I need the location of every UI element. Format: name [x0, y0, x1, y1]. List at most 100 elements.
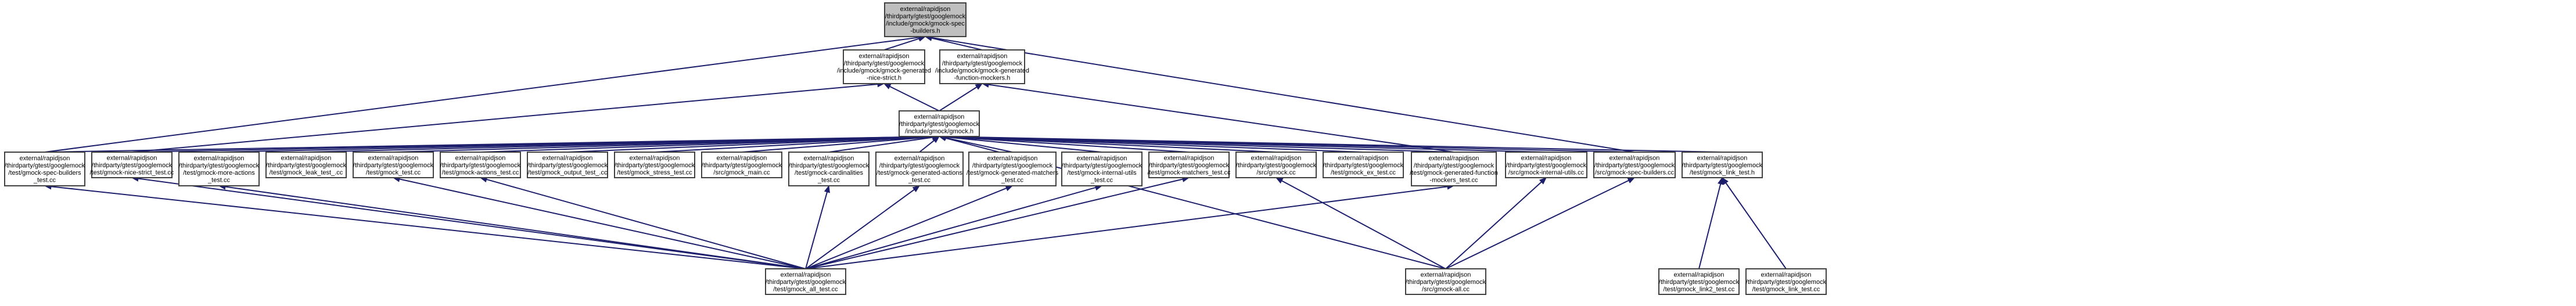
- edge-arrowhead: [824, 185, 830, 193]
- dependency-edge: [919, 136, 940, 153]
- file-node[interactable]: external/rapidjson/thirdparty/gtest/goog…: [1147, 152, 1231, 178]
- dependency-edge: [805, 185, 1103, 269]
- node-label-line: /thirdparty/gtest/googlemock: [1323, 162, 1404, 169]
- node-label-line: /src/gmock-all.cc: [1422, 286, 1470, 293]
- edge-line: [654, 136, 933, 153]
- file-node[interactable]: external/rapidjson/thirdparty/gtest/goog…: [1682, 152, 1763, 178]
- node-label-line: /src/gmock-internal-utils.cc: [1508, 169, 1585, 176]
- node-label-line: /thirdparty/gtest/googlemock: [1406, 279, 1486, 286]
- node-label-line: /thirdparty/gtest/googlemock: [1414, 163, 1494, 170]
- node-box: [1505, 152, 1587, 178]
- edge-line: [828, 136, 933, 153]
- node-box: [1745, 268, 1827, 295]
- node-label-line: /thirdparty/gtest/googlemock: [879, 163, 960, 170]
- edge-line: [883, 38, 919, 51]
- node-label-line: /src/gmock_main.cc: [713, 169, 770, 176]
- file-node[interactable]: external/rapidjson/thirdparty/gtest/goog…: [875, 152, 964, 186]
- file-node[interactable]: external/rapidjson/thirdparty/gtest/goog…: [1658, 268, 1740, 295]
- file-node[interactable]: external/rapidjson/thirdparty/gtest/goog…: [90, 152, 174, 178]
- node-box: [939, 49, 1025, 84]
- file-node[interactable]: external/rapidjson/thirdparty/gtest/goog…: [440, 152, 521, 178]
- node-label-line: /thirdparty/gtest/googlemock: [615, 162, 695, 169]
- node-box: [788, 152, 870, 186]
- node-label-line: external/rapidjson: [368, 154, 419, 161]
- edge-line: [805, 189, 915, 269]
- node-label-line: -builders.h: [910, 28, 940, 35]
- file-node[interactable]: external/rapidjson/thirdparty/gtest/goog…: [1505, 152, 1587, 178]
- edge-line: [805, 178, 1183, 269]
- edge-line: [486, 179, 806, 269]
- node-label-line: /test/gmock-spec-builders: [8, 170, 81, 177]
- node-label-line: /test/gmock_ex_test.cc: [1331, 169, 1396, 176]
- edge-line: [1698, 183, 1722, 269]
- edge-arrowhead: [1722, 177, 1729, 185]
- node-label-line: external/rapidjson: [900, 6, 951, 13]
- node-label-line: /test/gmock_stress_test.cc: [617, 169, 692, 176]
- edge-line: [931, 37, 983, 51]
- node-label-line: /test/gmock-generated-actions: [876, 170, 962, 177]
- file-node[interactable]: external/rapidjson/thirdparty/gtest/goog…: [701, 152, 782, 178]
- edge-line: [131, 84, 878, 153]
- file-node[interactable]: external/rapidjson/thirdparty/gtest/goog…: [935, 49, 1029, 84]
- node-label-line: external/rapidjson: [804, 155, 854, 162]
- file-node[interactable]: external/rapidjson/thirdparty/gtest/goog…: [265, 152, 347, 178]
- file-node[interactable]: external/rapidjson/thirdparty/gtest/goog…: [353, 152, 434, 178]
- file-node[interactable]: external/rapidjson/thirdparty/gtest/goog…: [967, 152, 1059, 186]
- file-node[interactable]: external/rapidjson/thirdparty/gtest/goog…: [178, 152, 260, 186]
- dependency-edge: [924, 34, 1635, 153]
- node-label-line: external/rapidjson: [894, 155, 945, 162]
- node-label-line: _test.cc: [33, 177, 56, 184]
- node-label-line: /test/gmock_link_test.cc: [1752, 286, 1820, 293]
- node-label-line: /thirdparty/gtest/googlemock: [266, 162, 347, 169]
- file-node[interactable]: external/rapidjson/thirdparty/gtest/goog…: [788, 152, 870, 186]
- node-label-line: /thirdparty/gtest/googlemock: [1659, 279, 1740, 286]
- file-node[interactable]: external/rapidjson/thirdparty/gtest/goog…: [1410, 152, 1498, 186]
- node-label-line: /thirdparty/gtest/googlemock: [440, 162, 521, 169]
- node-label-line: /thirdparty/gtest/googlemock: [1682, 162, 1763, 169]
- node-label-line: /thirdparty/gtest/googlemock: [899, 121, 980, 128]
- node-box: [1148, 152, 1230, 178]
- node-label-line: /thirdparty/gtest/googlemock: [1594, 162, 1675, 169]
- node-label-line: external/rapidjson: [194, 155, 245, 162]
- dependency-edge: [805, 183, 1455, 269]
- file-node[interactable]: external/rapidjson/thirdparty/gtest/goog…: [1405, 268, 1486, 295]
- node-label-line: external/rapidjson: [717, 154, 767, 161]
- file-node[interactable]: external/rapidjson/thirdparty/gtest/goog…: [899, 110, 980, 137]
- dependency-edge: [218, 183, 806, 269]
- edge-line: [945, 136, 1723, 153]
- edge-line: [931, 37, 1635, 153]
- node-layer: external/rapidjson/thirdparty/gtest/goog…: [4, 2, 1827, 295]
- node-box: [1658, 268, 1740, 295]
- node-label-line: /thirdparty/gtest/googlemock: [1506, 162, 1587, 169]
- node-label-line: /thirdparty/gtest/googlemock: [972, 163, 1053, 170]
- node-label-line: external/rapidjson: [781, 271, 831, 278]
- edge-arrowhead: [883, 83, 892, 89]
- file-node[interactable]: external/rapidjson/thirdparty/gtest/goog…: [837, 49, 931, 84]
- node-label-line: /thirdparty/gtest/googlemock: [885, 13, 966, 20]
- file-node[interactable]: external/rapidjson/thirdparty/gtest/goog…: [4, 152, 85, 186]
- node-label-line: external/rapidjson: [1697, 154, 1748, 161]
- edge-arrowhead: [975, 83, 983, 90]
- node-box: [701, 152, 782, 178]
- dependency-edge: [938, 133, 1723, 153]
- file-node[interactable]: external/rapidjson/thirdparty/gtest/goog…: [1235, 152, 1317, 178]
- file-node[interactable]: external/rapidjson/thirdparty/gtest/goog…: [1745, 268, 1827, 295]
- node-box: [899, 110, 980, 137]
- node-label-line: external/rapidjson: [1429, 155, 1479, 162]
- dependency-edge: [883, 83, 940, 111]
- file-node[interactable]: external/rapidjson/thirdparty/gtest/goog…: [614, 152, 695, 178]
- edge-line: [945, 136, 1102, 153]
- edge-line: [805, 187, 1096, 269]
- file-node[interactable]: external/rapidjson/thirdparty/gtest/goog…: [527, 152, 608, 178]
- node-label-line: /thirdparty/gtest/googlemock: [1149, 162, 1230, 169]
- node-label-line: external/rapidjson: [1077, 155, 1127, 162]
- edge-layer: [44, 34, 1787, 269]
- node-label-line: /thirdparty/gtest/googlemock: [527, 162, 608, 169]
- file-node[interactable]: external/rapidjson/thirdparty/gtest/goog…: [1323, 152, 1404, 178]
- file-node[interactable]: external/rapidjson/thirdparty/gtest/goog…: [1593, 152, 1676, 178]
- file-node[interactable]: external/rapidjson/thirdparty/gtest/goog…: [1061, 152, 1143, 186]
- file-node[interactable]: external/rapidjson/thirdparty/gtest/goog…: [765, 268, 846, 295]
- root-file-node: external/rapidjson/thirdparty/gtest/goog…: [884, 2, 967, 37]
- edge-arrowhead: [1005, 185, 1014, 192]
